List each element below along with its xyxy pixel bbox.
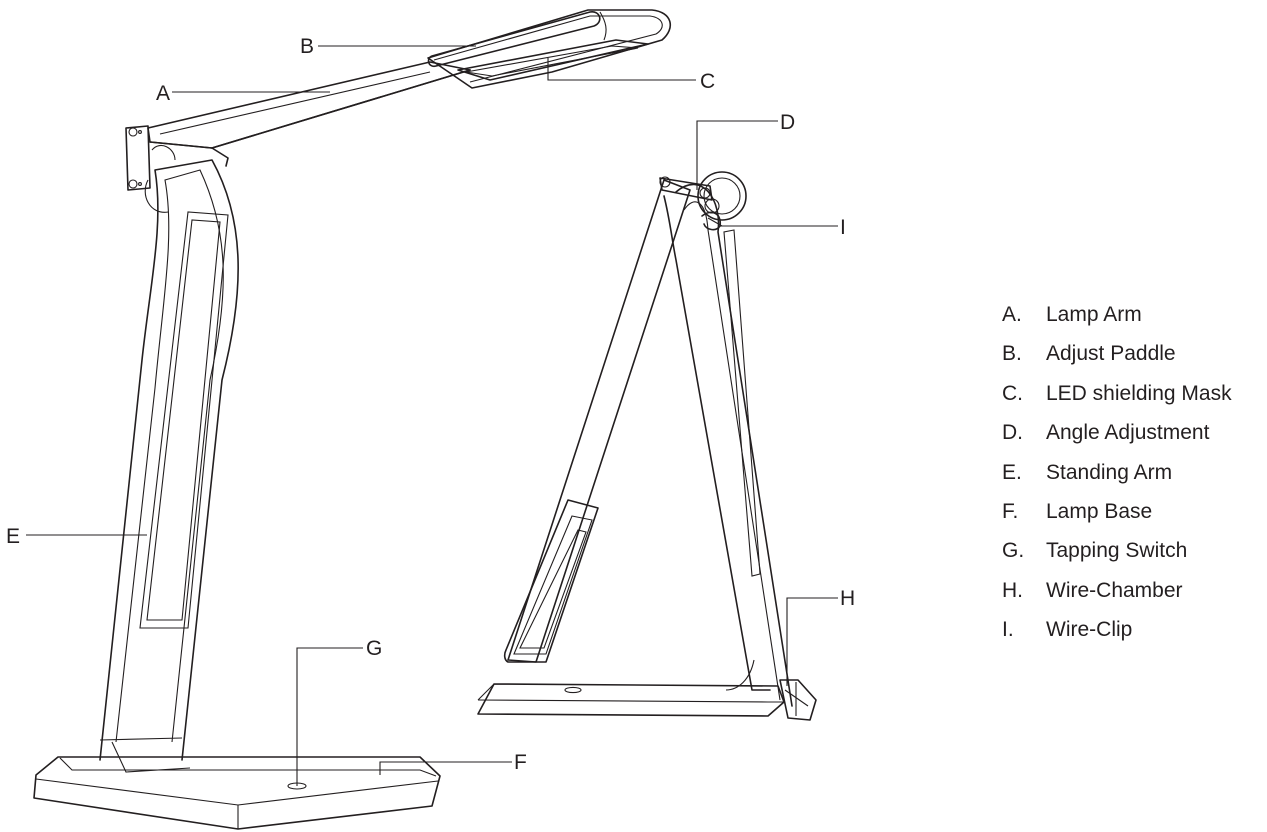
- legend-label: Wire-Chamber: [1046, 578, 1183, 602]
- legend-item-angle-adjustment: D. Angle Adjustment: [1002, 420, 1264, 459]
- callout-f: F: [514, 751, 527, 774]
- folded-lamp-arm: [503, 179, 691, 663]
- folded-lamp-base: [477, 683, 785, 717]
- callout-b: B: [300, 35, 314, 58]
- angle-adjustment: [659, 171, 747, 221]
- leader-h: [786, 597, 838, 686]
- legend-item-adjust-paddle: B. Adjust Paddle: [1002, 341, 1264, 380]
- legend-letter: A.: [1002, 303, 1022, 326]
- legend-label: Adjust Paddle: [1046, 342, 1176, 366]
- lamp-head: [427, 9, 672, 89]
- legend-letter: C.: [1002, 381, 1023, 405]
- open-lamp-drawing: [33, 9, 672, 830]
- folded-lamp-drawing: [477, 171, 817, 721]
- callout-h: H: [840, 587, 855, 610]
- legend-item-wire-chamber: H. Wire-Chamber: [1002, 578, 1264, 617]
- leader-lines: [26, 45, 838, 786]
- lamp-base: [33, 756, 441, 830]
- legend-item-led-shielding-mask: C. LED shielding Mask: [1002, 381, 1264, 420]
- callout-i: I: [840, 216, 846, 239]
- legend-item-standing-arm: E. Standing Arm: [1002, 460, 1264, 499]
- callout-c: C: [700, 70, 715, 93]
- legend-label: Lamp Base: [1046, 499, 1153, 523]
- callout-e: E: [6, 525, 20, 548]
- legend-item-lamp-base: F. Lamp Base: [1002, 499, 1264, 538]
- leader-d: [696, 120, 778, 190]
- legend-label: Tapping Switch: [1046, 539, 1188, 563]
- folded-standing-arm: [663, 183, 793, 707]
- legend-letter: G.: [1002, 539, 1025, 563]
- leader-f: [379, 761, 512, 775]
- legend-letter: E.: [1002, 460, 1022, 484]
- legend-item-wire-clip: I. Wire-Clip: [1002, 617, 1264, 656]
- legend-item-lamp-arm: A. Lamp Arm: [1002, 302, 1264, 341]
- lamp-arm: [147, 61, 471, 167]
- callout-a: A: [156, 82, 170, 105]
- standing-arm: [99, 159, 239, 773]
- led-shielding-mask: [457, 39, 649, 81]
- hinge-bracket: [125, 125, 176, 213]
- legend-label: Standing Arm: [1046, 460, 1173, 484]
- legend-letter: F.: [1002, 499, 1019, 523]
- legend-label: Angle Adjustment: [1046, 421, 1210, 445]
- leader-c: [547, 58, 696, 81]
- legend-letter: H.: [1002, 578, 1023, 602]
- wire-chamber: [779, 679, 817, 721]
- callout-d: D: [780, 111, 795, 134]
- legend-label: Lamp Arm: [1046, 303, 1142, 326]
- callout-letters: A B C D E F G H I: [6, 35, 855, 774]
- legend-letter: D.: [1002, 421, 1023, 445]
- legend-label: Wire-Clip: [1046, 618, 1133, 642]
- legend-letter: B.: [1002, 342, 1022, 366]
- folded-tapping-switch-icon: [564, 686, 582, 694]
- legend-item-tapping-switch: G. Tapping Switch: [1002, 538, 1264, 577]
- leader-g: [296, 647, 363, 786]
- legend-letter: I.: [1002, 618, 1014, 642]
- callout-g: G: [366, 637, 382, 660]
- adjust-paddle: [427, 11, 601, 68]
- legend-label: LED shielding Mask: [1046, 381, 1232, 405]
- parts-legend: A. Lamp Arm B. Adjust Paddle C. LED shie…: [1002, 302, 1264, 657]
